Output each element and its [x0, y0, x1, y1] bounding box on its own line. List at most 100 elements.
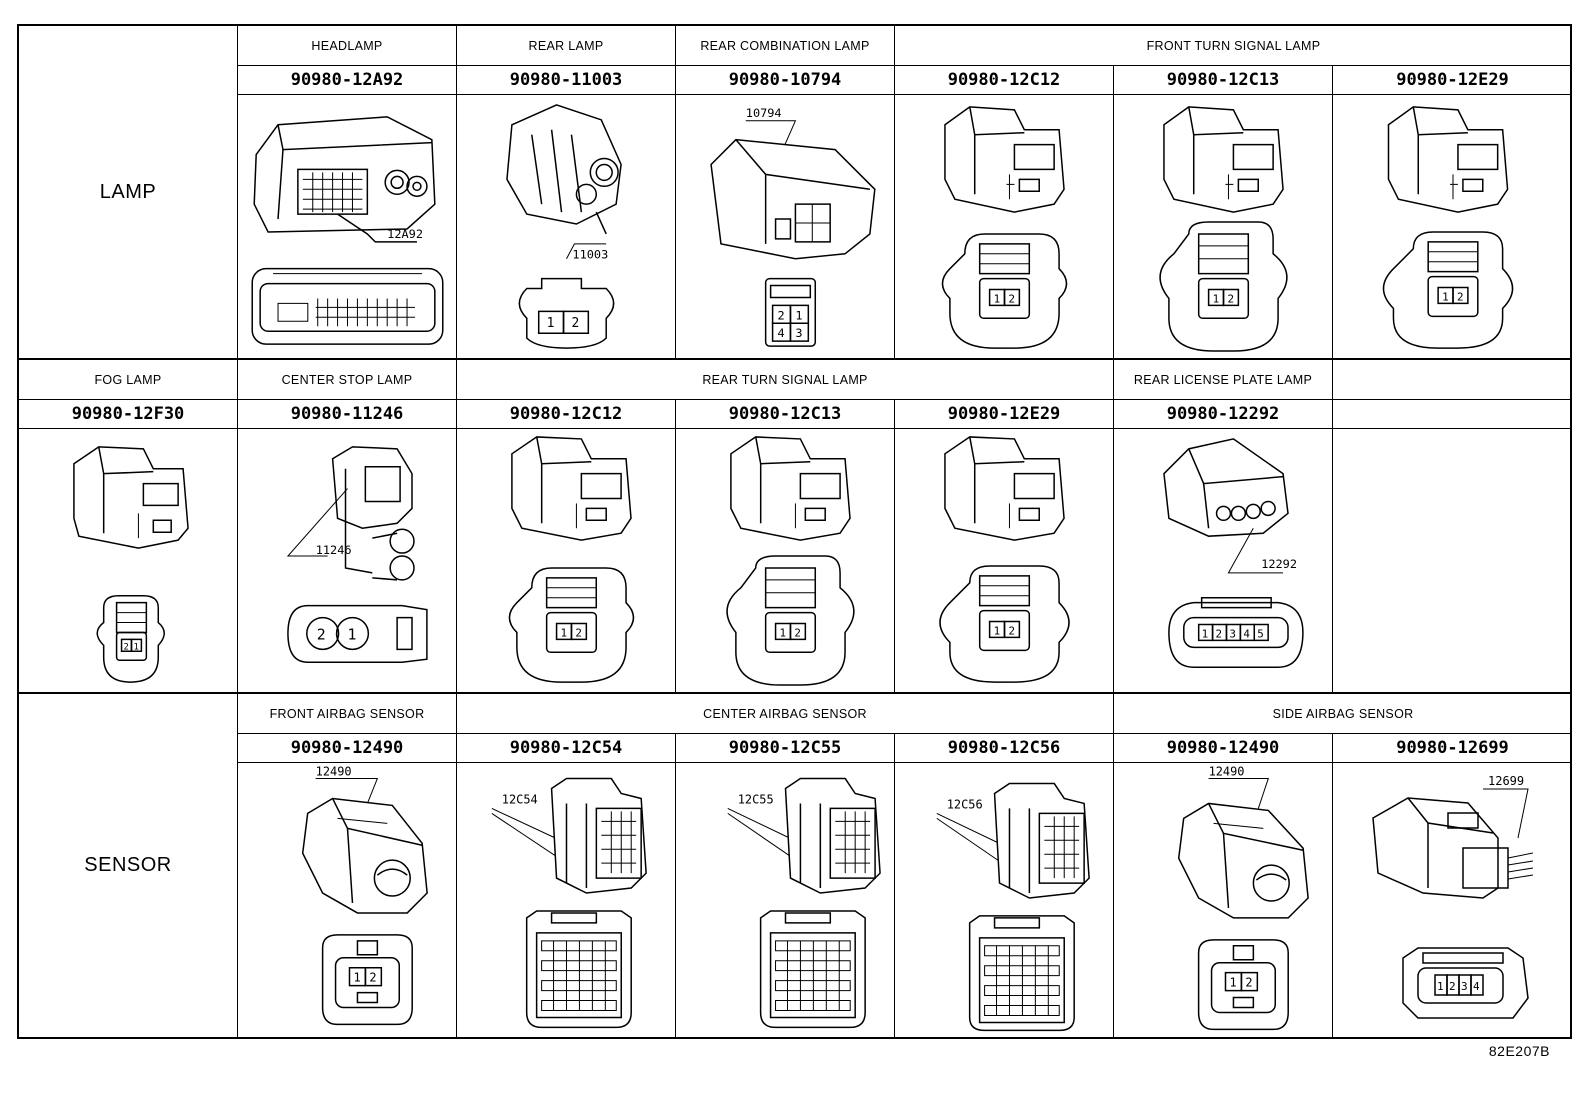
callout-label: 11246 — [316, 543, 352, 557]
figure-code: 82E207B — [1488, 1043, 1550, 1059]
connector-table: LAMP HEADLAMP REAR LAMP REAR COMBINATION… — [17, 24, 1572, 1039]
category-lamp: LAMP — [19, 26, 238, 360]
pin-number: 1 — [994, 292, 1001, 305]
pin-number: 5 — [1257, 627, 1264, 640]
callout-label: 12490 — [316, 765, 352, 779]
pin-number: 4 — [778, 326, 785, 340]
connector-drawing-rear-lamp: 11003 1 2 — [457, 95, 676, 360]
pin-number: 1 — [347, 625, 356, 643]
pin-number: 1 — [561, 626, 568, 639]
part-number: 90980-12699 — [1333, 734, 1572, 763]
callout-label: 12C56 — [947, 797, 983, 811]
callout-label: 11003 — [572, 248, 608, 262]
pin-number: 4 — [1473, 980, 1480, 993]
callout-label: 12292 — [1261, 557, 1297, 571]
group-label-rear-lamp: REAR LAMP — [457, 26, 676, 66]
pin-number: 3 — [1461, 980, 1468, 993]
pin-number: 2 — [778, 308, 785, 322]
callout-label: 12A92 — [387, 227, 423, 241]
part-number — [1333, 400, 1572, 429]
connector-drawing-center-airbag-12c54: 12C54 — [457, 763, 676, 1037]
category-sensor: SENSOR — [19, 694, 238, 1037]
group-label: REAR LAMP — [528, 38, 604, 53]
pin-number: 2 — [1216, 627, 1223, 640]
part-number: 90980-12E29 — [1333, 66, 1572, 95]
part-number: 90980-12E29 — [895, 400, 1114, 429]
pin-number: 1 — [1202, 627, 1209, 640]
connector-drawing-center-airbag-12c55: 12C55 — [676, 763, 895, 1037]
pin-number: 4 — [1243, 627, 1250, 640]
callout-label: 12490 — [1209, 765, 1245, 779]
part-number: 90980-12C55 — [676, 734, 895, 763]
pin-number: 1 — [1229, 976, 1236, 990]
pin-number: 2 — [794, 626, 801, 639]
connector-drawing-side-airbag-12490: 12490 1 2 — [1114, 763, 1333, 1037]
part-number: 90980-12292 — [1114, 400, 1333, 429]
part-number: 90980-10794 — [676, 66, 895, 95]
connector-drawing-headlamp: 12A92 — [238, 95, 457, 360]
empty-cell — [1333, 429, 1572, 694]
group-label-rear-combination-lamp: REAR COMBINATION LAMP — [676, 26, 895, 66]
callout-label: 12699 — [1488, 774, 1524, 788]
category-label: SENSOR — [84, 854, 172, 876]
pin-number: 2 — [124, 642, 129, 652]
connector-drawing-rear-combination-lamp: 10794 2 1 4 3 — [676, 95, 895, 360]
pin-number: 2 — [1457, 290, 1464, 303]
connector-drawing-rear-turn-12c13: 1 2 — [676, 429, 895, 694]
pin-number: 2 — [1449, 980, 1456, 993]
group-label: REAR TURN SIGNAL LAMP — [702, 372, 868, 387]
group-label-side-airbag-sensor: SIDE AIRBAG SENSOR — [1114, 694, 1572, 734]
part-number: 90980-12490 — [238, 734, 457, 763]
group-label: REAR COMBINATION LAMP — [700, 38, 870, 53]
pin-number: 1 — [795, 308, 802, 322]
group-label-empty — [1333, 360, 1572, 400]
group-label-center-airbag-sensor: CENTER AIRBAG SENSOR — [457, 694, 1114, 734]
connector-drawing-front-turn-12c13: 1 2 — [1114, 95, 1333, 360]
group-label: SIDE AIRBAG SENSOR — [1272, 706, 1414, 721]
pin-number: 1 — [133, 642, 138, 652]
group-label: FRONT TURN SIGNAL LAMP — [1146, 38, 1321, 53]
part-number: 90980-12490 — [1114, 734, 1333, 763]
group-label: REAR LICENSE PLATE LAMP — [1133, 372, 1313, 387]
connector-drawing-rear-turn-12e29: 1 2 — [895, 429, 1114, 694]
connector-drawing-front-airbag-sensor: 12490 1 2 — [238, 763, 457, 1037]
pin-number: 1 — [1437, 980, 1444, 993]
group-label-rear-turn-signal-lamp: REAR TURN SIGNAL LAMP — [457, 360, 1114, 400]
group-label-front-turn-signal-lamp: FRONT TURN SIGNAL LAMP — [895, 26, 1572, 66]
pin-number: 2 — [1245, 976, 1252, 990]
group-label: HEADLAMP — [311, 38, 383, 53]
part-number: 90980-12C13 — [676, 400, 895, 429]
group-label: CENTER AIRBAG SENSOR — [703, 706, 867, 721]
pin-number: 2 — [571, 316, 579, 331]
connector-drawing-front-turn-12c12: 1 2 — [895, 95, 1114, 360]
pin-number: 1 — [1442, 290, 1449, 303]
pin-number: 1 — [1213, 292, 1220, 305]
part-number: 90980-11246 — [238, 400, 457, 429]
callout-label: 12C55 — [738, 792, 774, 806]
group-label: CENTER STOP LAMP — [281, 372, 413, 387]
connector-drawing-rear-turn-12c12: 1 2 — [457, 429, 676, 694]
pin-number: 2 — [317, 625, 326, 643]
group-label-headlamp: HEADLAMP — [238, 26, 457, 66]
group-label-fog-lamp: FOG LAMP — [19, 360, 238, 400]
pin-number: 2 — [1008, 624, 1015, 637]
part-number: 90980-12F30 — [19, 400, 238, 429]
pin-number: 2 — [1008, 292, 1015, 305]
connector-drawing-front-turn-12e29: 1 2 — [1333, 95, 1572, 360]
part-number: 90980-12C12 — [895, 66, 1114, 95]
callout-label: 10794 — [746, 106, 782, 120]
part-number: 90980-12A92 — [238, 66, 457, 95]
connector-drawing-center-stop-lamp: 11246 2 1 — [238, 429, 457, 694]
group-label-rear-license-plate-lamp: REAR LICENSE PLATE LAMP — [1114, 360, 1333, 400]
group-label-center-stop-lamp: CENTER STOP LAMP — [238, 360, 457, 400]
connector-drawing-fog-lamp: 2 1 — [19, 429, 238, 694]
part-number: 90980-12C56 — [895, 734, 1114, 763]
pin-number: 1 — [547, 316, 555, 331]
pin-number: 2 — [1227, 292, 1234, 305]
pin-number: 1 — [780, 626, 787, 639]
pin-number: 3 — [1229, 627, 1236, 640]
pin-number: 1 — [994, 624, 1001, 637]
part-number: 90980-12C13 — [1114, 66, 1333, 95]
group-label-front-airbag-sensor: FRONT AIRBAG SENSOR — [238, 694, 457, 734]
group-label: FOG LAMP — [94, 372, 162, 387]
